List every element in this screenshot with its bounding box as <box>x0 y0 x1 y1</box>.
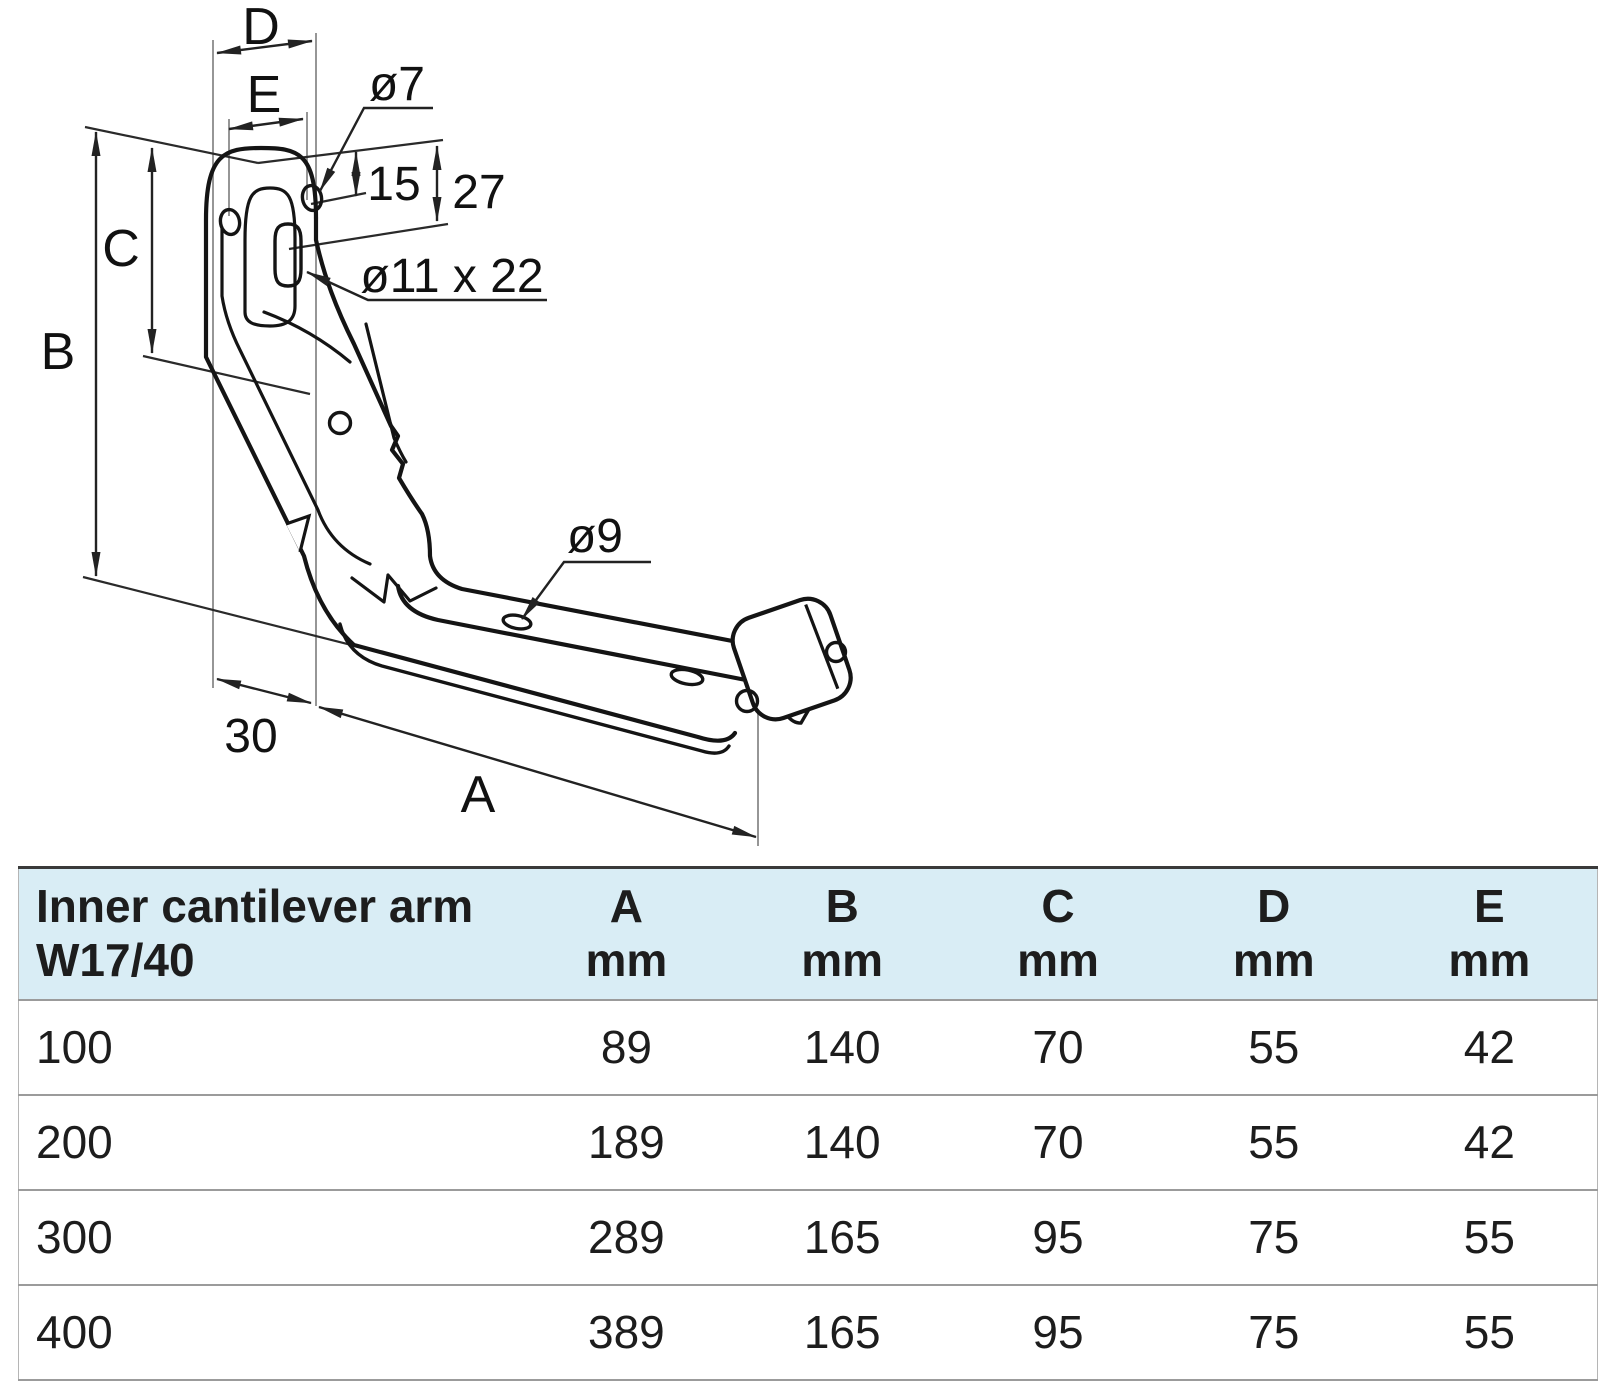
cell-e: 42 <box>1381 1094 1598 1191</box>
leader-slot <box>306 270 547 302</box>
label-slot-size: ø11 x 22 <box>360 250 543 303</box>
cell-d: 75 <box>1165 1189 1382 1286</box>
dim-line-E <box>228 117 304 131</box>
cell-c: 95 <box>950 1189 1166 1286</box>
col-header-a: A mm <box>518 866 735 1001</box>
label-dim-e: E <box>247 66 282 124</box>
dim-line-A <box>318 705 757 839</box>
label-dim-c: C <box>102 220 140 278</box>
cell-c: 70 <box>950 999 1166 1096</box>
label-offset-27: 27 <box>452 166 505 219</box>
cell-d: 55 <box>1165 999 1382 1096</box>
table-row: 300 289 165 95 75 55 <box>18 1189 1598 1286</box>
cell-d: 55 <box>1165 1094 1382 1191</box>
leader-dia9 <box>521 560 651 620</box>
col-header-d: D mm <box>1165 866 1382 1001</box>
cell-d: 75 <box>1165 1284 1382 1381</box>
dimension-lines <box>91 39 757 839</box>
leader-dia7 <box>318 106 433 192</box>
cell-a: 89 <box>518 999 735 1096</box>
col-header-b: B mm <box>734 866 951 1001</box>
end-plate-face <box>730 596 853 722</box>
spec-table-header: Inner cantilever arm W17/40 A mm B mm C … <box>18 866 1598 1001</box>
dim-line-30 <box>216 677 312 705</box>
cell-e: 55 <box>1381 1189 1598 1286</box>
technical-drawing-area: D E ø7 15 27 C B ø11 x 22 ø9 30 A <box>41 0 853 846</box>
cell-a: 389 <box>518 1284 735 1381</box>
label-dim-d: D <box>242 0 280 56</box>
size-cell: 300 <box>18 1189 519 1286</box>
cell-c: 70 <box>950 1094 1166 1191</box>
cell-b: 165 <box>734 1284 951 1381</box>
label-dim-a: A <box>461 766 496 824</box>
label-dia9: ø9 <box>567 510 623 563</box>
col-header-c: C mm <box>950 866 1166 1001</box>
cell-a: 289 <box>518 1189 735 1286</box>
product-title-cell: Inner cantilever arm W17/40 <box>18 866 519 1001</box>
col-header-e: E mm <box>1381 866 1598 1001</box>
bracket-inner-details <box>220 186 438 604</box>
hole-9 <box>501 613 533 631</box>
cell-b: 140 <box>734 999 951 1096</box>
cell-e: 42 <box>1381 999 1598 1096</box>
cell-b: 140 <box>734 1094 951 1191</box>
slot-11x22 <box>273 222 303 288</box>
header-row: Inner cantilever arm W17/40 A mm B mm C … <box>18 866 1598 1001</box>
table-row: 100 89 140 70 55 42 <box>18 999 1598 1096</box>
spec-table: Inner cantilever arm W17/40 A mm B mm C … <box>18 866 1598 1381</box>
cell-a: 189 <box>518 1094 735 1191</box>
holes <box>218 183 705 687</box>
size-cell: 200 <box>18 1094 519 1191</box>
cell-b: 165 <box>734 1189 951 1286</box>
hole-7-left <box>218 207 242 237</box>
label-offset-30: 30 <box>224 710 277 763</box>
product-title-line1: Inner cantilever arm <box>36 880 474 933</box>
technical-drawing: D E ø7 15 27 C B ø11 x 22 ø9 30 A <box>41 0 853 846</box>
edge-notch-mark <box>285 513 312 553</box>
end-plate-hole-top <box>824 640 848 664</box>
hole-mid <box>327 410 353 436</box>
hole-oval-arm <box>669 667 705 687</box>
dim-line-D <box>216 39 313 55</box>
cell-c: 95 <box>950 1284 1166 1381</box>
product-title-line2: W17/40 <box>36 933 195 986</box>
dimension-labels: D E ø7 15 27 C B ø11 x 22 ø9 30 A <box>41 0 623 824</box>
label-dia7: ø7 <box>369 58 425 111</box>
label-offset-15: 15 <box>367 158 420 211</box>
cell-e: 55 <box>1381 1284 1598 1381</box>
end-plate <box>730 596 853 725</box>
label-dim-b: B <box>41 323 76 381</box>
table-row: 200 189 140 70 55 42 <box>18 1094 1598 1191</box>
hole-7-right <box>300 183 324 213</box>
size-cell: 400 <box>18 1284 519 1381</box>
table-row: 400 389 165 95 75 55 <box>18 1284 1598 1381</box>
spec-table-body: 100 89 140 70 55 42 200 189 140 70 55 42… <box>18 999 1598 1381</box>
size-cell: 100 <box>18 999 519 1096</box>
